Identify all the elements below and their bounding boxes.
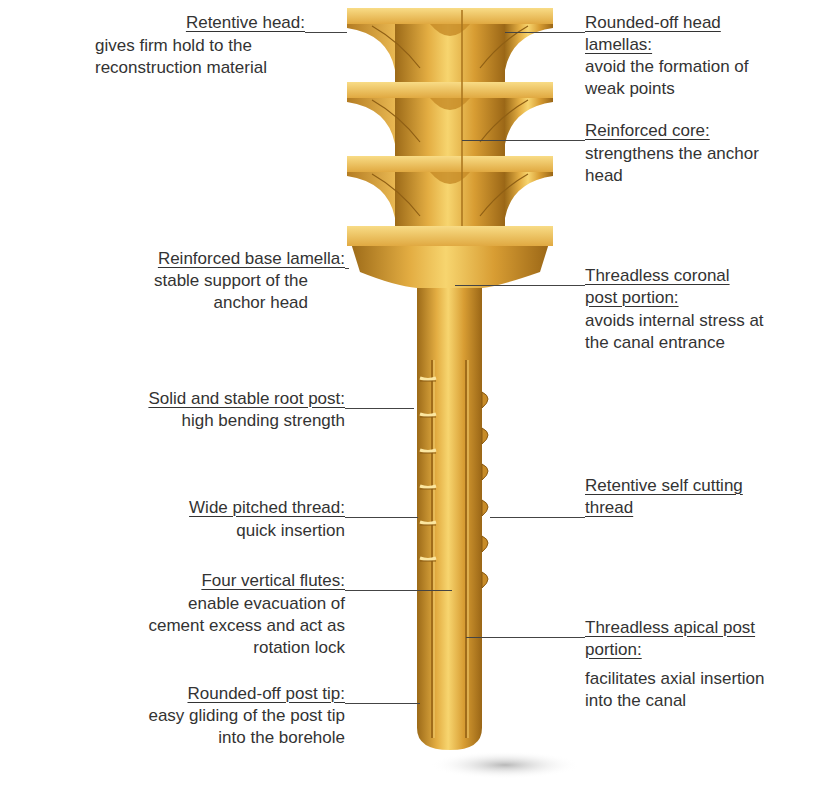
part-name: Rounded-off head lamellas: (585, 12, 765, 56)
part-description: enable evacuation of cement excess and a… (145, 593, 345, 659)
leader-line (462, 140, 585, 141)
leader-line (345, 268, 349, 269)
drop-shadow (430, 751, 580, 779)
leader-line (455, 285, 585, 286)
part-description: facilitates axial insertion into the can… (585, 668, 795, 712)
part-description: gives firm hold to the reconstruction ma… (95, 35, 325, 79)
part-name: Four vertical flutes: (45, 570, 345, 592)
leader-line (345, 517, 418, 518)
thread (420, 378, 488, 588)
part-description: high bending strength (45, 410, 345, 432)
part-name: Threadless coronal post portion: (585, 265, 755, 309)
part-description: stable support of the anchor head (118, 270, 308, 314)
leader-line (345, 703, 420, 704)
part-name: Retentive self cutting thread (585, 475, 765, 519)
part-name: Reinforced base lamella: (45, 248, 345, 270)
part-name: Retentive head: (45, 12, 305, 34)
part-description: quick insertion (45, 520, 345, 542)
leader-line (345, 408, 414, 409)
retentive-head (347, 8, 553, 288)
part-name: Wide pitched thread: (45, 497, 345, 519)
leader-line (490, 517, 585, 518)
part-description: avoid the formation of weak points (585, 56, 785, 100)
part-description: strengthens the anchor head (585, 143, 780, 187)
part-name: Solid and stable root post: (15, 388, 345, 410)
root-post (417, 280, 482, 750)
leader-line (345, 590, 452, 591)
part-name: Threadless apical post portion: (585, 617, 770, 661)
part-name: Rounded-off post tip: (45, 683, 345, 705)
leader-line (466, 637, 585, 638)
part-name: Reinforced core: (585, 120, 805, 142)
part-description: easy gliding of the post tip into the bo… (145, 705, 345, 749)
part-description: avoids internal stress at the canal entr… (585, 310, 775, 354)
vertical-flutes (432, 360, 468, 738)
leader-line (505, 32, 585, 33)
leader-line (305, 32, 347, 33)
